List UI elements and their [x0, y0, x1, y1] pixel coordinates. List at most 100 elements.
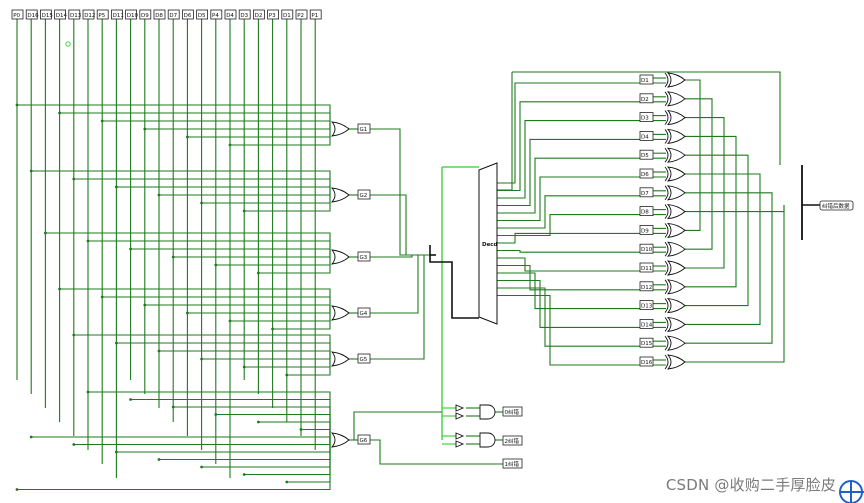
junction-dot — [271, 327, 274, 331]
watermark-text: CSDN @收购二手厚脸皮 — [665, 476, 836, 494]
error-flag-text: 2纠错 — [505, 437, 520, 445]
wire — [497, 214, 666, 237]
input-pin-d6: D6 — [181, 9, 194, 20]
junction-dot — [72, 177, 76, 181]
input-pin-label: D12 — [84, 13, 95, 19]
data-label-d5: D5 — [639, 149, 654, 160]
crosshair-icon — [839, 480, 864, 503]
junction-dot — [44, 231, 47, 235]
wire — [497, 72, 513, 191]
wire — [497, 264, 666, 291]
wire — [497, 272, 666, 310]
wire — [370, 439, 503, 465]
junction-dot — [72, 443, 76, 446]
wire — [685, 205, 749, 307]
wire — [370, 254, 430, 314]
junction-dot — [242, 473, 246, 476]
xor-gate-d4 — [666, 128, 686, 144]
junction-dot — [242, 365, 246, 369]
wire — [272, 313, 331, 330]
junction-dot — [115, 341, 118, 345]
probe-circle — [65, 41, 71, 47]
data-label-text: D3 — [641, 116, 649, 122]
input-pin-label: D6 — [184, 13, 192, 19]
group-label-text: G4 — [360, 311, 368, 317]
wire — [497, 257, 666, 272]
input-pin-label: D5 — [198, 13, 206, 19]
wire — [159, 350, 331, 359]
input-pin-d3: D3 — [238, 9, 251, 20]
input-pin-p1: P1 — [309, 9, 322, 20]
xor-gate-d6 — [666, 166, 686, 182]
data-label-d7: D7 — [639, 187, 654, 198]
wire — [258, 257, 331, 274]
wire — [31, 170, 331, 195]
wire — [59, 288, 331, 313]
wire — [31, 436, 331, 440]
svg-text:纠错后数据: 纠错后数据 — [822, 202, 850, 210]
wire — [685, 173, 761, 205]
junction-dot — [29, 169, 33, 173]
wire — [685, 205, 737, 288]
group-label-g3: G3 — [357, 251, 371, 262]
data-label-text: D10 — [641, 247, 653, 253]
data-label-text: D8 — [641, 210, 649, 216]
wire — [230, 129, 331, 146]
data-label-text: D14 — [641, 322, 653, 328]
xor-gate-d1 — [666, 72, 686, 88]
xor-gate-d9 — [666, 222, 686, 238]
data-label-d9: D9 — [639, 224, 654, 235]
group-label-text: G3 — [360, 255, 368, 261]
wire — [244, 195, 331, 212]
data-label-text: D15 — [641, 341, 653, 347]
data-label-d8: D8 — [639, 206, 654, 217]
input-pin-label: D15 — [42, 13, 54, 19]
input-pin-d1: D1 — [281, 9, 294, 20]
junction-dot — [157, 193, 161, 197]
or-gate-g6 — [330, 432, 350, 448]
data-label-d15: D15 — [639, 337, 654, 348]
input-pin-d8: D8 — [153, 9, 166, 20]
input-pin-d15: D15 — [40, 9, 54, 20]
wire — [116, 440, 331, 453]
error-flag-2: 2纠错 — [502, 435, 523, 446]
wire — [685, 205, 725, 269]
decoder-label: Decd — [482, 242, 498, 248]
junction-dot — [257, 420, 260, 424]
wire — [512, 71, 781, 165]
wire — [497, 195, 666, 229]
not-gate — [455, 440, 465, 448]
wire — [497, 287, 666, 347]
data-label-text: D16 — [641, 360, 653, 366]
junction-dot — [228, 143, 232, 147]
junction-dot — [115, 450, 118, 454]
input-pin-label: D14 — [56, 13, 68, 19]
group-label-g2: G2 — [357, 189, 371, 200]
wire — [201, 195, 331, 204]
input-pin-label: D2 — [255, 13, 263, 19]
wire — [685, 117, 725, 205]
junction-dot — [58, 287, 61, 291]
group-label-text: G6 — [360, 438, 368, 444]
junction-dot — [200, 465, 204, 469]
xor-gate-d11 — [666, 260, 686, 276]
wire — [685, 192, 773, 205]
input-pin-d16: D16 — [25, 9, 39, 20]
or-gate-g4 — [330, 305, 350, 321]
data-label-d12: D12 — [639, 281, 654, 292]
not-gate — [455, 412, 465, 420]
wire — [685, 98, 713, 205]
and-gate — [479, 404, 496, 420]
data-label-d2: D2 — [639, 93, 654, 104]
junction-dot — [285, 373, 289, 377]
data-label-text: D6 — [641, 172, 649, 178]
wire — [102, 120, 331, 129]
wire — [685, 205, 773, 344]
input-pin-d2: D2 — [252, 9, 265, 20]
xor-gate-d10 — [666, 241, 686, 257]
junction-dot — [143, 127, 147, 131]
